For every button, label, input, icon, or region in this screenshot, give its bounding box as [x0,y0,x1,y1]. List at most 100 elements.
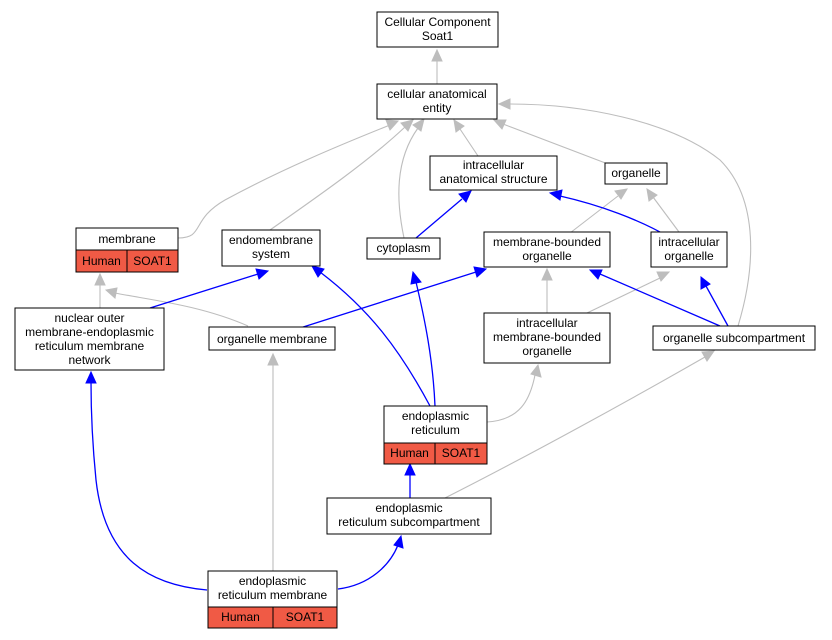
node-label-line: endoplasmic [402,409,469,423]
arrow-head [255,268,270,280]
arrow-head [458,190,472,203]
arrow-head [94,272,106,286]
edge-cytoplasm-to-cae [398,127,419,239]
arrow-head [385,119,400,131]
annotation-species: Human [390,446,429,460]
node-label-line: nuclear outer [54,311,124,325]
arrow-head [548,189,563,201]
edge-membrane-to-cae [177,124,391,239]
arrow-head [104,287,118,299]
arrow-head [431,48,443,62]
node-intracellular-membrane-bounded-organelle[interactable]: intracellular membrane-bounded organelle [483,312,611,364]
nodes: Cellular Component Soat1 cellular anatom… [14,11,816,629]
edge-ersub-to-orgsub [444,356,706,499]
edges-is-a [94,48,752,571]
annotation-gene: SOAT1 [286,610,325,624]
arrow-head [85,370,97,384]
annotation-cell-gene [126,249,179,273]
arrow-head [588,269,603,280]
arrow-head [410,270,422,285]
node-organelle-subcompartment[interactable]: organelle subcompartment [652,325,816,351]
node-organelle-membrane[interactable]: organelle membrane [208,326,336,351]
node-label-line: intracellular [658,235,719,249]
annotation-gene: SOAT1 [133,254,172,268]
node-label-line: organelle [522,249,572,263]
node-label-line: cytoplasm [376,241,430,255]
node-label-line: membrane [98,232,156,246]
edge-mbo-to-organelle [569,195,619,234]
node-label-line: reticulum subcompartment [338,515,480,529]
node-label-line: membrane-bounded [493,235,601,249]
edge-orgsub-to-io [705,285,729,327]
annotation-species: Human [82,254,121,268]
node-membrane[interactable]: membrane Human SOAT1 [75,227,179,273]
arrow-head [400,119,414,132]
node-label-line: intracellular [516,316,577,330]
arrow-head [656,271,671,282]
arrow-head [614,188,628,200]
arrow-head [473,266,488,278]
arrow-head [404,462,416,476]
node-label-line: endomembrane [229,233,313,247]
node-endomembrane-system[interactable]: endomembrane system [221,229,321,267]
arrow-head [267,352,279,366]
node-endoplasmic-reticulum-membrane[interactable]: endoplasmic reticulum membrane Human SOA… [207,570,338,629]
annotation-species: Human [221,610,260,624]
node-organelle[interactable]: organelle [604,162,668,185]
node-intracellular-anatomical-structure[interactable]: intracellular anatomical structure [429,155,558,191]
node-label-line: organelle membrane [217,332,327,346]
node-label-line: network [68,353,111,367]
node-label-line: organelle [522,344,572,358]
edge-ias-to-cae [459,128,479,157]
node-membrane-bounded-organelle[interactable]: membrane-bounded organelle [483,231,611,268]
arrow-head [492,119,507,130]
node-label-line: cellular anatomical [387,87,486,101]
node-label-line: Cellular Component [384,15,491,29]
annotation-cell-gene [434,442,488,465]
edge-organelle-to-cae [502,123,609,165]
edge-imbo-to-io [586,277,661,314]
arrow-head [700,275,711,290]
edges-part-of [85,189,729,591]
node-label-line: membrane-endoplasmic [25,325,154,339]
node-label-line: intracellular [463,158,524,172]
node-cellular-anatomical-entity[interactable]: cellular anatomical entity [376,83,498,120]
node-label-line: reticulum [411,423,460,437]
arrow-head [497,98,511,110]
edge-io-to-ias [559,195,670,238]
node-label-line: organelle [611,166,661,180]
edge-er-to-cytoplasm [415,281,436,407]
node-label-line: system [252,247,290,261]
annotation-gene: SOAT1 [442,446,481,460]
node-nuclear-outer-membrane-er-network[interactable]: nuclear outer membrane-endoplasmic retic… [14,307,165,371]
node-label-line: entity [423,101,452,115]
arrow-head [453,119,465,133]
edge-orgmem-to-membrane [114,292,249,327]
edge-orgsub-to-cae [509,103,752,327]
annotation-cell-gene [272,606,338,629]
node-label-line: endoplasmic [375,501,442,515]
node-label-line: organelle subcompartment [663,331,806,345]
node-label-line: Soat1 [422,29,454,43]
edge-er-to-imbo [486,374,536,423]
node-label-line: reticulum membrane [35,339,145,353]
node-cellular-component-soat1[interactable]: Cellular Component Soat1 [376,11,499,48]
arrow-head [311,265,325,278]
node-label-line: endoplasmic [239,574,306,588]
edge-orgsub-to-mbo [599,273,721,327]
node-endoplasmic-reticulum[interactable]: endoplasmic reticulum Human SOAT1 [383,405,488,465]
edge-cytoplasm-to-ias [415,198,463,239]
edge-er-to-endomembrane [319,271,431,407]
node-endoplasmic-reticulum-subcompartment[interactable]: endoplasmic reticulum subcompartment [326,497,492,535]
edge-nuclear-to-endomembrane [149,273,259,309]
node-cytoplasm[interactable]: cytoplasm [366,237,441,260]
node-intracellular-organelle[interactable]: intracellular organelle [650,231,728,268]
node-label-line: anatomical structure [439,172,547,186]
arrow-head [393,534,404,549]
arrow-head [701,350,716,362]
edge-orgmem-to-mbo [299,271,477,329]
arrow-head [541,267,553,281]
arrow-head [412,118,425,132]
edge-endomembrane-to-cae [269,126,406,231]
